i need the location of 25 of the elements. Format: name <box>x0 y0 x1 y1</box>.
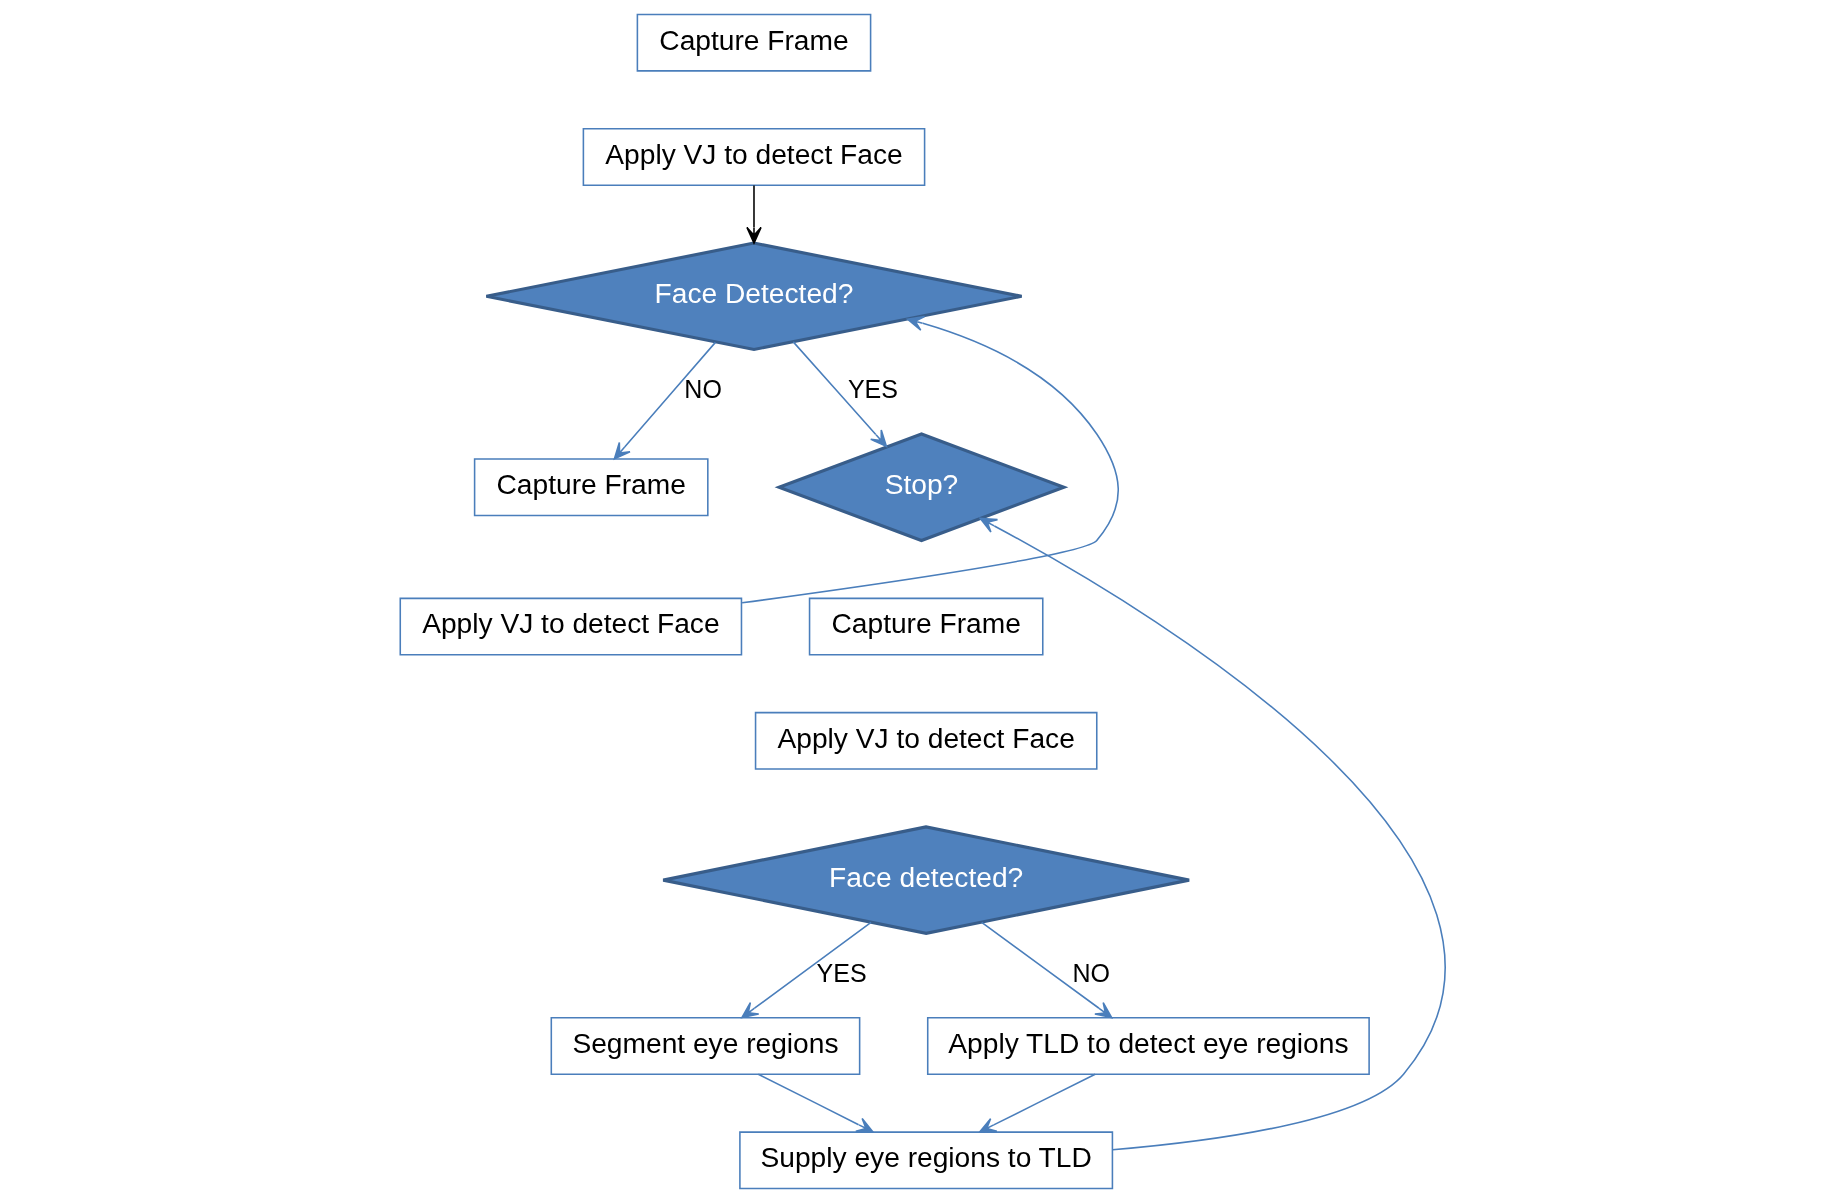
node-box: Apply VJ to detect Face <box>582 128 925 186</box>
arrow <box>791 341 887 448</box>
node-box: Segment eye regions <box>550 1017 860 1075</box>
edge-label: YES <box>847 374 898 403</box>
arrow <box>979 517 1446 1151</box>
node-box: Capture Frame <box>808 597 1044 656</box>
edge-label: NO <box>683 374 722 403</box>
edge-label: NO <box>1072 958 1110 987</box>
node-box: Apply VJ to detect Face <box>754 711 1098 770</box>
node-diamond: Face detected? <box>661 825 1191 935</box>
arrow <box>745 184 762 244</box>
arrow <box>757 1073 874 1133</box>
arrow <box>980 921 1112 1019</box>
edge-label: YES <box>816 958 867 987</box>
arrow <box>978 1073 1096 1133</box>
arrow <box>740 921 872 1019</box>
node-box: Capture Frame <box>636 13 871 72</box>
node-box: Supply eye regions to TLD <box>738 1131 1113 1190</box>
arrow <box>740 315 1119 604</box>
node-diamond: Face Detected? <box>484 241 1023 352</box>
node-box: Capture Frame <box>473 458 709 517</box>
node-box: Apply VJ to detect Face <box>398 597 742 656</box>
node-diamond: Stop? <box>774 432 1068 543</box>
arrow <box>613 341 716 460</box>
node-box: Apply TLD to detect eye regions <box>926 1017 1370 1075</box>
